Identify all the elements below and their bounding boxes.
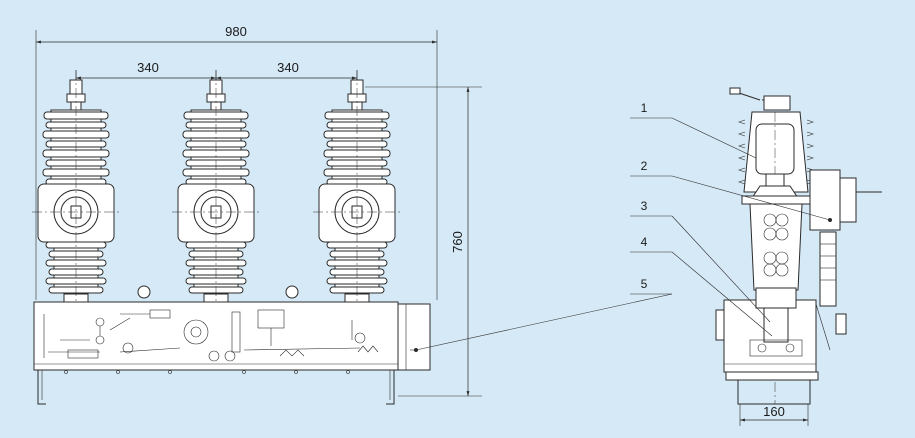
pole-center	[171, 69, 261, 307]
front-view: 980 340 340 760	[31, 24, 482, 405]
callout-5: 5	[641, 277, 648, 291]
dim-pole-spacing-right: 340	[277, 60, 299, 75]
dim-total-width: 980	[225, 24, 247, 39]
callout-1: 1	[641, 101, 648, 115]
pole-left	[31, 69, 121, 307]
callout-2: 2	[641, 159, 648, 173]
dim-base-width: 160	[763, 404, 785, 419]
pole-right	[312, 69, 402, 307]
callout-4: 4	[641, 235, 648, 249]
dim-height: 760	[450, 231, 465, 253]
callout-3: 3	[641, 199, 648, 213]
mechanism-housing	[33, 301, 399, 371]
dim-pole-spacing-left: 340	[137, 60, 159, 75]
side-view: 160 1 2 3 4 5	[414, 87, 882, 426]
